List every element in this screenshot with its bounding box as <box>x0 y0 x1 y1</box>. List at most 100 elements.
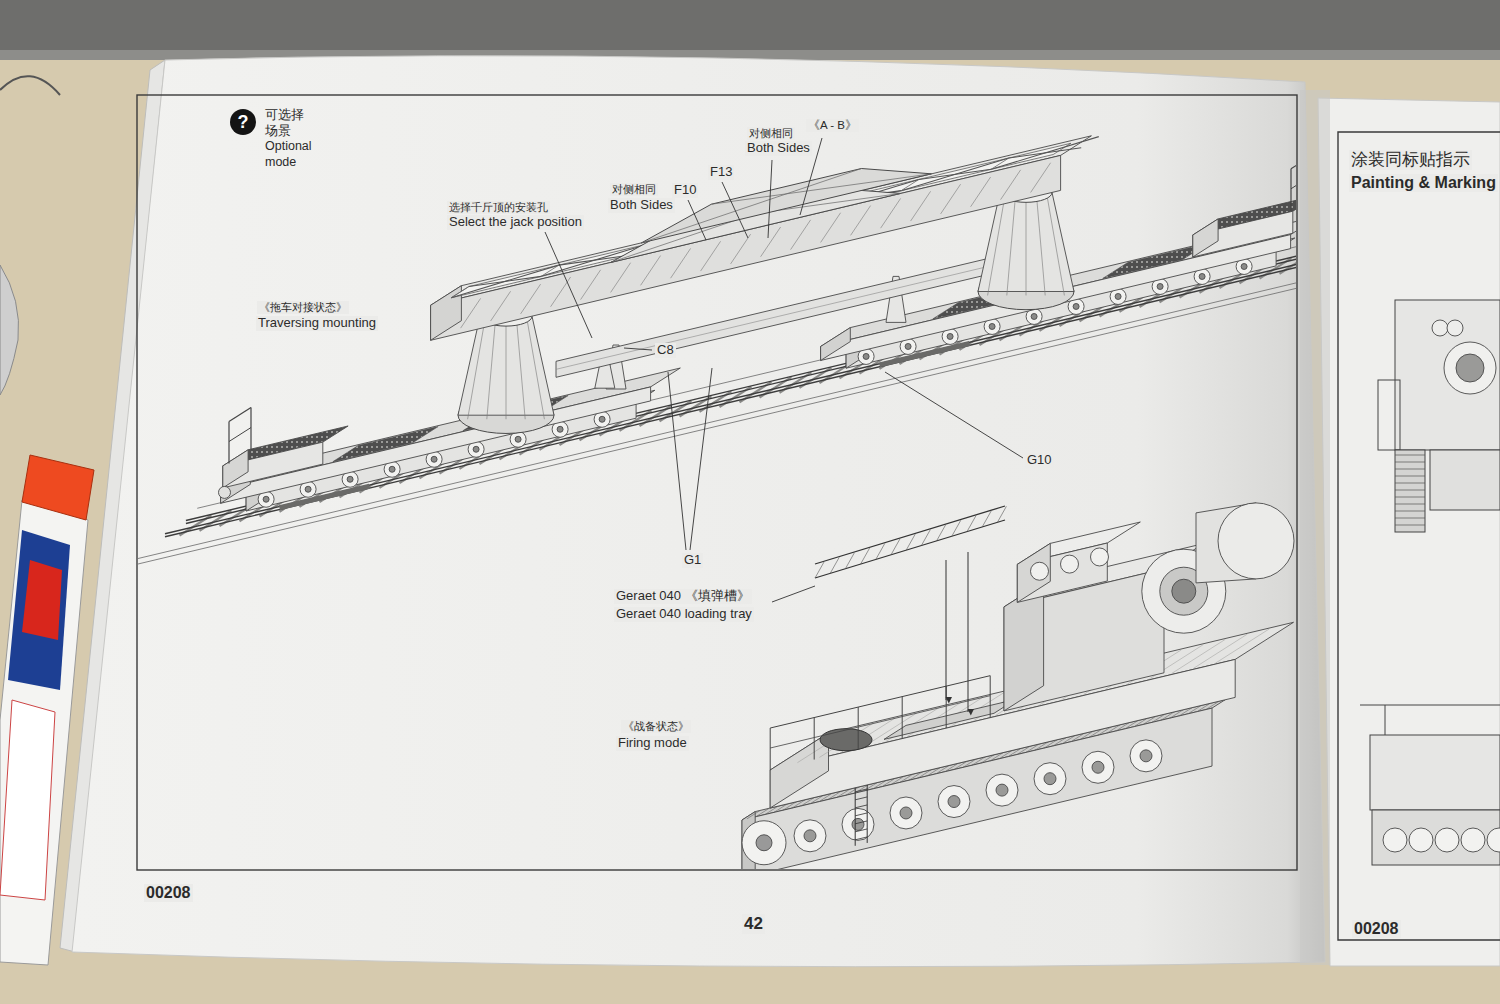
part-line <box>690 368 712 550</box>
wheel <box>1218 503 1294 579</box>
drawing-detail <box>22 455 94 520</box>
part-line <box>671 248 691 278</box>
part-line <box>451 287 469 298</box>
wheel <box>905 343 911 349</box>
part-line <box>855 805 867 808</box>
part-line <box>858 707 859 749</box>
part-outline <box>223 450 248 488</box>
section-title: 涂装同标贴指示 <box>1349 150 1472 170</box>
part-line <box>165 256 1296 537</box>
hatch-ring <box>820 729 872 751</box>
side-note: 对侧相同 <box>747 127 795 140</box>
mode-badge: ?可选择场景 Optional mode <box>230 109 256 135</box>
part-line <box>1395 462 1425 463</box>
drawing-detail <box>8 530 70 690</box>
wheel <box>1115 293 1121 299</box>
part-line <box>772 586 815 602</box>
part-line <box>1395 525 1425 526</box>
part-line <box>991 158 1009 169</box>
section-heading: 可选择场景 Optional mode <box>265 108 312 171</box>
wheel <box>986 774 1018 806</box>
page-number: 42 <box>742 914 765 934</box>
wheel <box>1487 828 1500 852</box>
part-line <box>1031 163 1051 193</box>
wheel <box>1092 761 1104 773</box>
wheel <box>1435 828 1459 852</box>
part-line <box>815 520 1005 578</box>
part-line <box>815 506 1005 564</box>
wheel <box>1031 562 1049 580</box>
part-line <box>1360 705 1500 706</box>
part-line <box>551 277 571 307</box>
part-outline <box>641 169 931 243</box>
drawing-detail <box>1370 735 1500 810</box>
mode-caption: Traversing mounting <box>256 316 378 331</box>
part-line <box>867 785 868 843</box>
badge-symbol: ? <box>230 109 256 135</box>
part-line <box>1395 455 1425 456</box>
wheel <box>1432 320 1448 336</box>
part-line <box>1395 511 1425 512</box>
wheel <box>1034 763 1066 795</box>
part-line <box>1395 483 1425 484</box>
part-line <box>1395 504 1425 505</box>
wheel <box>996 784 1008 796</box>
part-line <box>876 543 885 559</box>
wire <box>0 76 60 95</box>
part-line <box>1395 497 1425 498</box>
part-line <box>819 723 873 757</box>
part-line <box>851 206 871 236</box>
tape-roll <box>0 265 19 395</box>
part-line <box>756 808 769 816</box>
part-line <box>469 276 541 286</box>
drawing-detail <box>1372 810 1500 865</box>
part-outline <box>1103 243 1208 278</box>
drawing-detail <box>0 500 88 965</box>
part-number: F13 <box>708 165 734 180</box>
part-name: Geraet 040 loading tray <box>614 607 754 622</box>
drawing-detail <box>1395 450 1425 532</box>
drawing-detail <box>1378 380 1400 450</box>
part-number: G1 <box>682 553 703 568</box>
wheel <box>1031 313 1037 319</box>
part-line <box>855 821 867 824</box>
mode-caption: 《战备状态》 <box>621 720 691 733</box>
part-line <box>468 318 486 419</box>
part-line <box>581 270 601 300</box>
part-line <box>855 829 867 832</box>
part-line <box>988 194 1006 295</box>
part-line <box>855 837 867 840</box>
wheel <box>842 808 874 840</box>
part-line <box>1026 194 1027 295</box>
part-line <box>855 813 867 816</box>
part-line <box>952 520 961 536</box>
part-outline <box>1193 211 1293 257</box>
part-line <box>861 548 870 564</box>
part-line <box>280 486 370 507</box>
wheel <box>989 323 995 329</box>
drawing-detail <box>0 700 55 900</box>
part-line <box>937 525 946 541</box>
wheel <box>1241 263 1247 269</box>
placement-arrow <box>968 552 969 712</box>
part-outline <box>431 155 1061 340</box>
part-line <box>527 318 545 419</box>
wheel <box>863 353 869 359</box>
part-line <box>1395 469 1425 470</box>
part-line <box>611 263 631 293</box>
wheel <box>804 830 816 842</box>
part-line <box>1171 639 1225 673</box>
part-line <box>1395 476 1425 477</box>
part-line <box>830 557 839 573</box>
wheel <box>1157 283 1163 289</box>
part-line <box>1036 194 1045 295</box>
jack-note: Select the jack position <box>447 215 584 230</box>
part-number: F10 <box>672 183 698 198</box>
part-line <box>982 511 991 527</box>
wheel <box>1199 273 1205 279</box>
wheel <box>938 786 970 818</box>
wheel <box>1172 579 1196 603</box>
wheel <box>756 835 772 851</box>
part-line <box>902 697 903 739</box>
wheel <box>557 426 563 432</box>
